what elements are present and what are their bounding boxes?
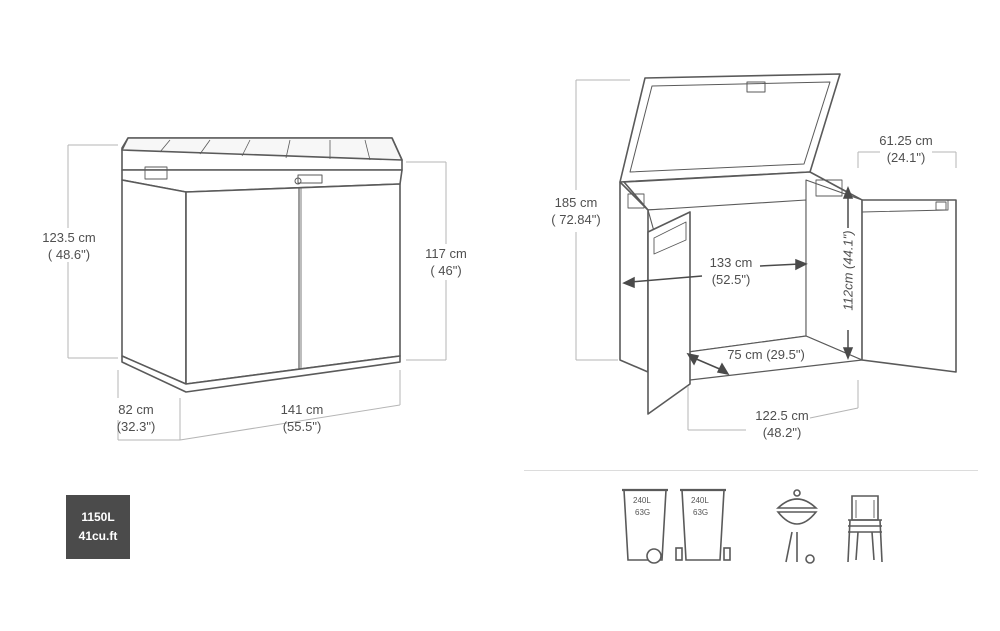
stacked-chairs-icon bbox=[847, 495, 883, 563]
depth-imperial: (32.3") bbox=[116, 419, 156, 434]
depth-metric: 82 cm bbox=[118, 402, 154, 417]
inner-width-label: 133 cm (52.5") bbox=[700, 254, 762, 288]
open-height-label: 185 cm ( 72.84") bbox=[540, 194, 612, 228]
width-label: 141 cm (55.5") bbox=[268, 401, 336, 435]
total-height-imperial: ( 48.6") bbox=[47, 247, 91, 262]
door-width-metric: 122.5 cm bbox=[755, 408, 809, 423]
inner-depth-text: 75 cm (29.5") bbox=[727, 347, 805, 362]
bin-1-line1: 240L bbox=[633, 496, 651, 505]
body-height-metric: 117 cm bbox=[425, 246, 467, 261]
depth-label: 82 cm (32.3") bbox=[106, 401, 166, 435]
total-height-label: 123.5 cm ( 48.6") bbox=[34, 229, 104, 263]
wheelie-bin-icon: 240L 63G bbox=[622, 488, 668, 564]
door-depth-metric: 61.25 cm bbox=[879, 133, 933, 148]
inner-width-imperial: (52.5") bbox=[711, 272, 751, 287]
body-height-imperial: ( 46") bbox=[430, 263, 462, 278]
capacity-liters: 1150L bbox=[81, 510, 115, 524]
capacity-badge: 1150L 41cu.ft bbox=[66, 495, 130, 559]
open-height-metric: 185 cm bbox=[554, 195, 598, 210]
door-width-label: 122.5 cm (48.2") bbox=[746, 407, 818, 441]
inner-width-metric: 133 cm bbox=[709, 255, 753, 270]
width-metric: 141 cm bbox=[280, 402, 324, 417]
bin-2-line1: 240L bbox=[691, 496, 709, 505]
total-height-metric: 123.5 cm bbox=[42, 230, 96, 245]
inner-depth-label: 75 cm (29.5") bbox=[718, 346, 814, 363]
capacity-cubic-feet: 41cu.ft bbox=[78, 529, 118, 543]
width-imperial: (55.5") bbox=[282, 419, 322, 434]
section-divider bbox=[524, 470, 978, 471]
wheelie-bin-icon: 240L 63G bbox=[675, 488, 731, 561]
door-depth-label: 61.25 cm (24.1") bbox=[870, 132, 942, 166]
bbq-grill-icon bbox=[775, 489, 819, 564]
bin-1-line2: 63G bbox=[635, 508, 650, 517]
open-height-imperial: ( 72.84") bbox=[551, 212, 601, 227]
bin-2-line2: 63G bbox=[693, 508, 708, 517]
body-height-label: 117 cm ( 46") bbox=[416, 245, 476, 279]
door-depth-imperial: (24.1") bbox=[886, 150, 926, 165]
door-width-imperial: (48.2") bbox=[762, 425, 802, 440]
